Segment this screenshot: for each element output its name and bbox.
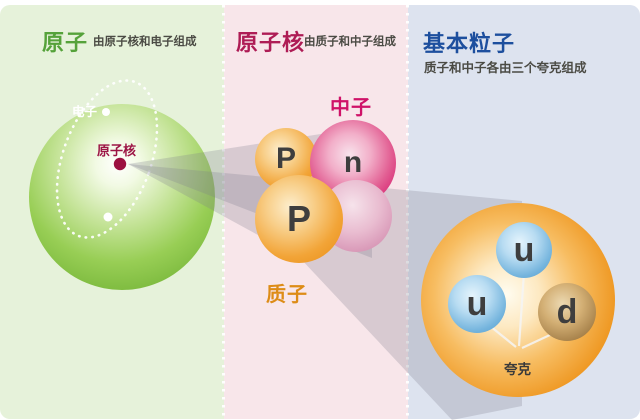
- nucleus-title: 原子核: [236, 30, 306, 55]
- up-quark-sphere-top: u: [496, 222, 552, 278]
- quark-line-up1: [517, 271, 526, 347]
- proton-sphere-large: P: [255, 175, 343, 263]
- quark-line-down: [521, 333, 553, 349]
- electron-label: 电子: [72, 105, 98, 119]
- quark-label: 夸克: [504, 362, 531, 377]
- nucleus-dot: [113, 157, 127, 171]
- electron-dot-bottom: [103, 212, 113, 222]
- atom-subtitle: 由原子核和电子组成: [93, 36, 197, 48]
- down-quark-symbol: d: [556, 293, 578, 331]
- atom-title: 原子: [42, 30, 89, 55]
- electron-dot-top: [102, 108, 110, 116]
- dotted-separator-left: [222, 5, 225, 419]
- down-quark-sphere: d: [538, 283, 596, 341]
- proton-symbol: P: [275, 142, 296, 175]
- electron-orbit: [55, 79, 159, 239]
- up-quark-symbol: u: [513, 231, 535, 269]
- quark-line-up2: [489, 325, 517, 348]
- projection-beam-b: [128, 164, 522, 420]
- proton-symbol: P: [286, 198, 311, 239]
- atom-sphere: [29, 104, 215, 290]
- neutron-symbol: n: [343, 146, 363, 179]
- nucleus-subtitle: 由质子和中子组成: [304, 36, 396, 48]
- elementary-subtitle: 质子和中子各由三个夸克组成: [424, 61, 587, 75]
- proton-label: 质子: [266, 284, 308, 306]
- nucleus-label: 原子核: [97, 143, 137, 158]
- elementary-title: 基本粒子: [423, 31, 516, 56]
- up-quark-symbol: u: [466, 285, 488, 323]
- dotted-separator-right: [406, 5, 409, 419]
- neutron-label: 中子: [330, 97, 372, 119]
- up-quark-sphere-left: u: [448, 275, 506, 333]
